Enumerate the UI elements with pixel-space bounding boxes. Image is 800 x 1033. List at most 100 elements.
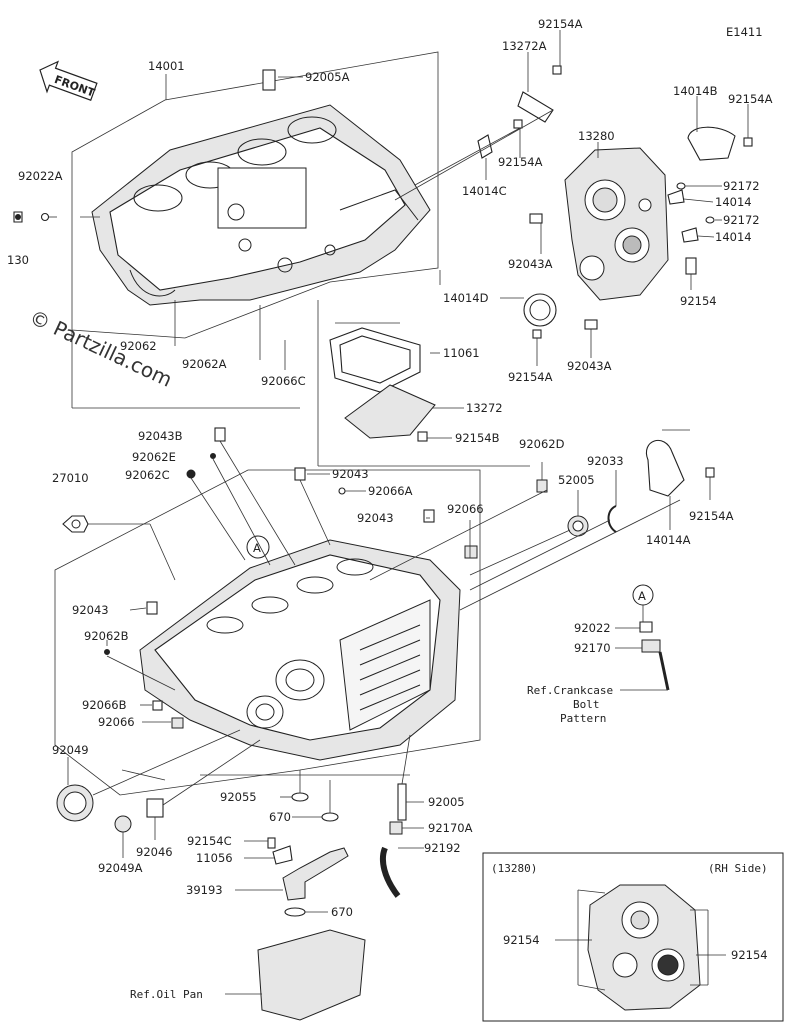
label-670: 670: [269, 810, 291, 824]
bolt-92154C-icon: [267, 837, 276, 849]
seal-92049A-icon: [114, 815, 132, 833]
label-11061: 11061: [443, 346, 480, 360]
label-14014: 14014: [715, 195, 752, 209]
label-92066: 92066: [447, 502, 484, 516]
label-92043: 92043: [357, 511, 394, 525]
label-92022: 92022: [574, 621, 611, 635]
clamp-92170A-icon: [389, 821, 403, 835]
dowel-92043A-icon: [529, 213, 543, 224]
ref-pattern-label: Pattern: [560, 712, 606, 725]
label-92170A: 92170A: [428, 821, 473, 835]
label-92043B: 92043B: [138, 429, 183, 443]
label-14014: 14014: [715, 230, 752, 244]
washer-92172-icon: [676, 182, 686, 190]
lower-crankcase: A: [54, 469, 481, 796]
label-13280: 13280: [578, 129, 615, 143]
gasket-14014B-icon: [687, 126, 736, 161]
label-13272: 13272: [466, 401, 503, 415]
upper-crankcase: [71, 51, 439, 339]
washer-92022A-icon: [40, 212, 50, 222]
label-92046: 92046: [136, 845, 173, 859]
dowel-92043-icon: [294, 467, 306, 481]
bearing-92046-icon: [146, 798, 164, 818]
dowel-92043-icon: [423, 509, 435, 523]
label-92022A: 92022A: [18, 169, 63, 183]
label-92005A: 92005A: [305, 70, 350, 84]
plug-92062B-icon: [104, 649, 110, 655]
label-92055: 92055: [220, 790, 257, 804]
label-27010: 27010: [52, 471, 89, 485]
label-92043: 92043: [332, 467, 369, 481]
cover-13272-icon: [344, 384, 436, 439]
label-92062A: 92062A: [182, 357, 227, 371]
label-39193: 39193: [186, 883, 223, 897]
label-92049A: 92049A: [98, 861, 143, 875]
bolt-92154A-icon: [705, 467, 715, 478]
label-14014A: 14014A: [646, 533, 691, 547]
diagram-code: E1411: [726, 25, 763, 39]
inset-label-right: 92154: [731, 948, 768, 962]
dowel-pin-top-icon: [262, 69, 276, 91]
label-92062B: 92062B: [84, 629, 129, 643]
bolt-92154A-icon: [743, 137, 753, 147]
dowel-92043A-icon: [584, 319, 598, 330]
gasket-14014C-icon: [477, 134, 493, 159]
hose-92192-icon: [379, 846, 401, 898]
label-92170: 92170: [574, 641, 611, 655]
label-92154A: 92154A: [689, 509, 734, 523]
label-92154: 92154: [680, 294, 717, 308]
bracket-11056-icon: [272, 845, 293, 865]
front-arrow-icon: FRONT: [39, 60, 98, 101]
label-92066: 92066: [98, 715, 135, 729]
bolt-92154-icon: [685, 257, 697, 275]
label-92066C: 92066C: [261, 374, 306, 388]
label-92192: 92192: [424, 841, 461, 855]
label-13272A: 13272A: [502, 39, 547, 53]
label-92172: 92172: [723, 179, 760, 193]
plug-92062E-icon: [210, 453, 216, 459]
bearing-92062D-icon: [536, 479, 548, 493]
label-92154A: 92154A: [498, 155, 543, 169]
plug-92066A-icon: [338, 487, 346, 495]
bearing-92066-icon: [171, 717, 184, 729]
label-92062D: 92062D: [519, 437, 565, 451]
label-92154A: 92154A: [508, 370, 553, 384]
ref-bolt-label: Bolt: [573, 698, 600, 711]
label-92154C: 92154C: [187, 834, 232, 848]
gasket-14014-icon: [681, 227, 699, 243]
label-14001: 14001: [148, 59, 185, 73]
bearing-92066-icon: [464, 545, 478, 559]
ref-oil-pan-label: Ref.Oil Pan: [130, 988, 203, 1001]
label-92154B: 92154B: [455, 431, 500, 445]
clamp-92170-icon: [641, 639, 661, 653]
plug-92062C-icon: [186, 469, 196, 479]
label-92043A: 92043A: [508, 257, 553, 271]
label-92066A: 92066A: [368, 484, 413, 498]
bolt-92154A-icon: [552, 65, 562, 75]
inset-rh-side: (13280) (RH Side) 92154 92154: [482, 852, 784, 1022]
plug-92066B-icon: [152, 700, 163, 711]
bolt-92154B-icon: [417, 431, 428, 442]
pipe-39193-icon: [282, 847, 349, 901]
label-92172: 92172: [723, 213, 760, 227]
inset-side: (RH Side): [708, 862, 768, 875]
label-14014C: 14014C: [462, 184, 507, 198]
callout-a-letter: A: [253, 541, 261, 555]
washer-92172-icon: [705, 216, 715, 224]
oring-670-icon: [284, 907, 306, 917]
inset-title: (13280): [491, 862, 537, 875]
callout-a-letter: A: [638, 589, 646, 603]
label-92154A: 92154A: [728, 92, 773, 106]
dowel-92043B-icon: [214, 427, 226, 442]
label-130: 130: [7, 253, 29, 267]
label-92033: 92033: [587, 454, 624, 468]
cover-plate-13272A-icon: [517, 91, 554, 123]
label-92062C: 92062C: [125, 468, 170, 482]
label-92062E: 92062E: [132, 450, 176, 464]
cover-14014A-icon: [645, 439, 685, 497]
oring-670-icon: [321, 812, 339, 822]
label-670: 670: [331, 905, 353, 919]
ref-crankcase-label: Ref.Crankcase: [527, 684, 613, 697]
pipe-92005-icon: [397, 783, 407, 821]
oring-92055-icon: [291, 792, 309, 802]
